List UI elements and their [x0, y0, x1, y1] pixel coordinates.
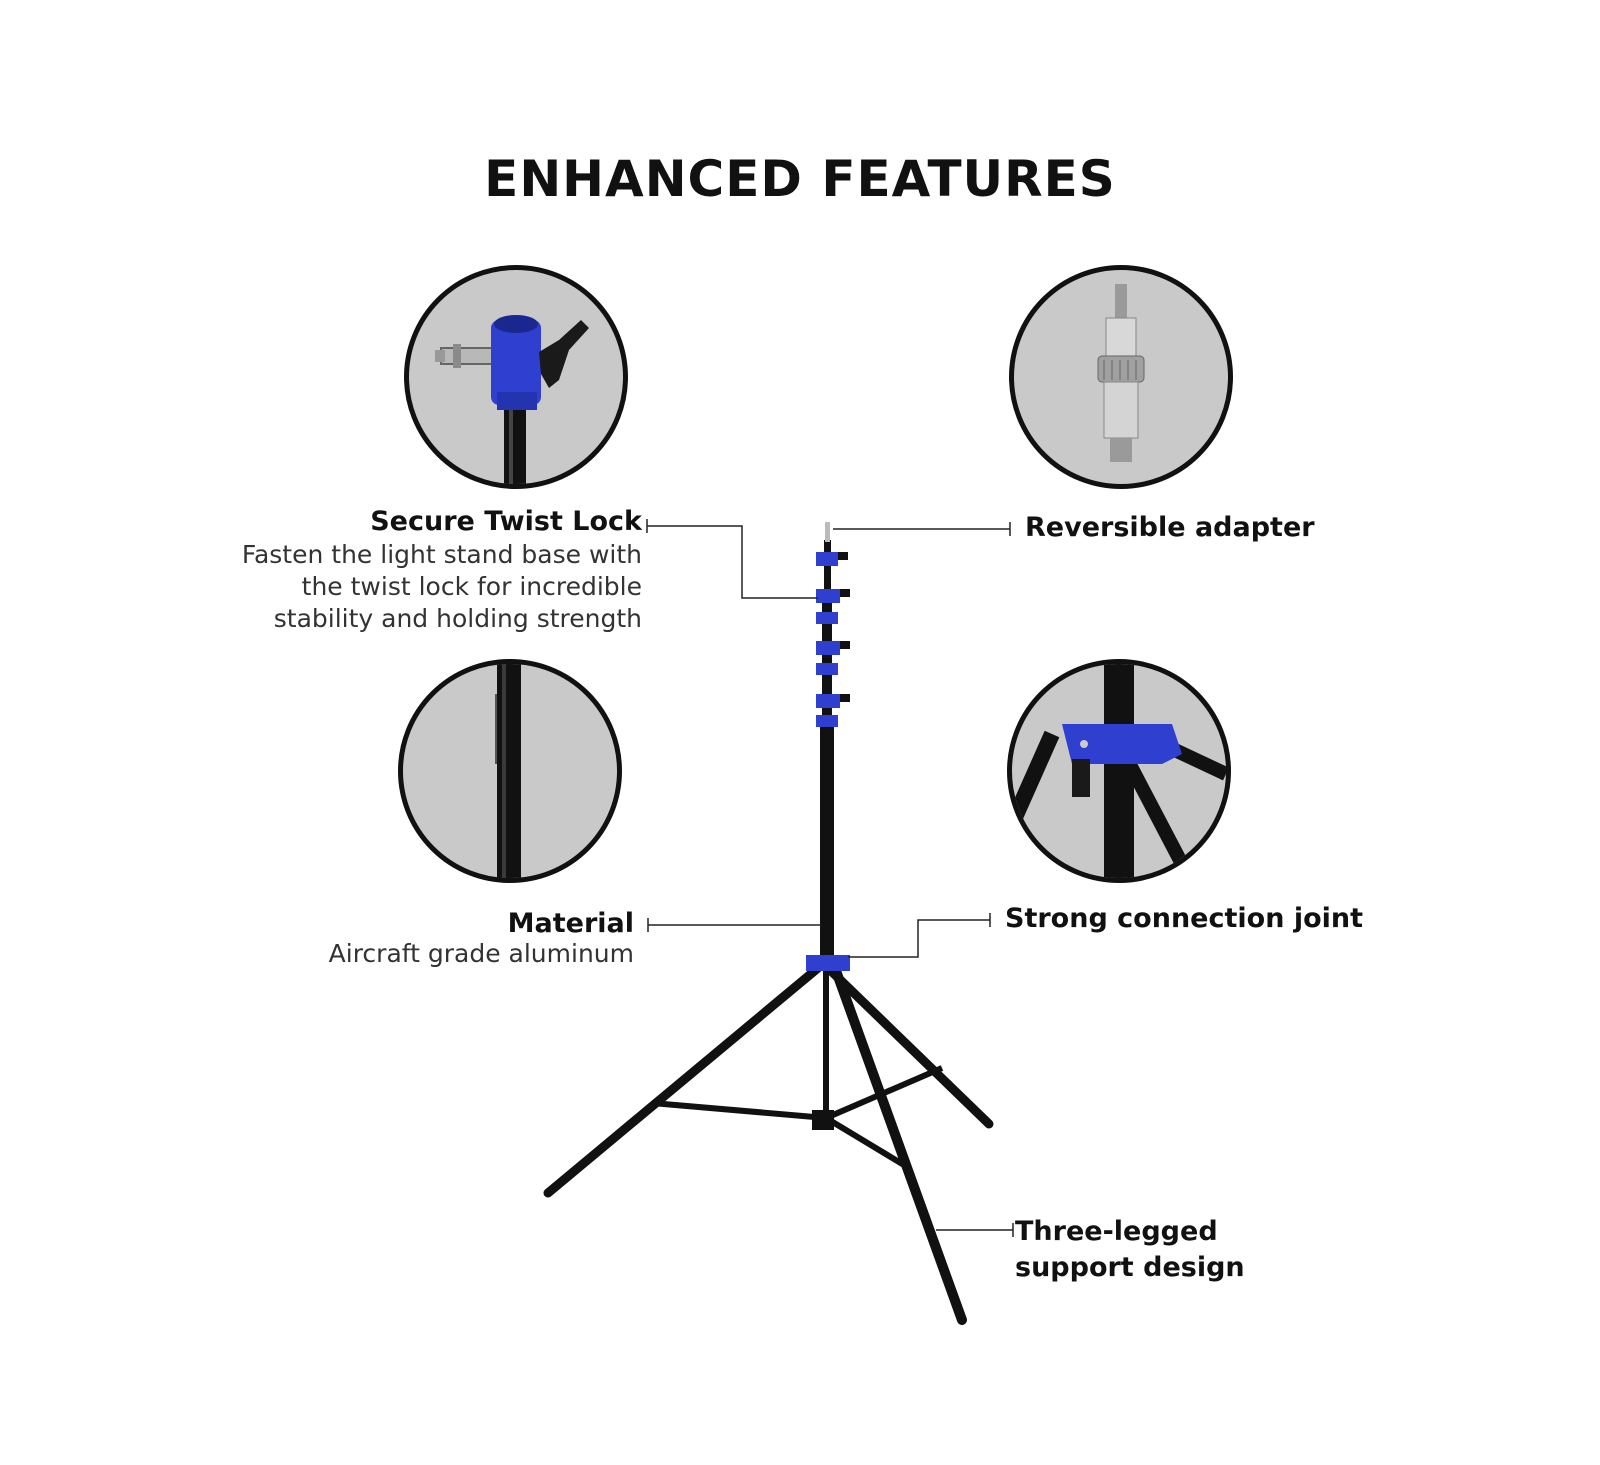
feature-heading: Strong connection joint: [1005, 903, 1364, 934]
feature-legs: Three-legged support design: [1015, 1215, 1245, 1285]
feature-heading-line: Three-legged: [1015, 1216, 1218, 1247]
feature-heading: Secure Twist Lock: [370, 506, 642, 537]
adapter-detail-image: [1009, 265, 1233, 489]
page-title: ENHANCED FEATURES: [484, 150, 1116, 208]
feature-twist-lock: Secure Twist Lock Fasten the light stand…: [242, 505, 642, 635]
feature-joint: Strong connection joint: [1005, 902, 1363, 936]
twist-lock-detail-image: [404, 265, 628, 489]
feature-material: Material Aircraft grade aluminum: [329, 907, 634, 967]
feature-description-line: stability and holding strength: [273, 604, 642, 633]
feature-heading-line: support design: [1015, 1252, 1245, 1283]
feature-description-line: the twist lock for incredible: [301, 572, 642, 601]
feature-heading: Reversible adapter: [1025, 512, 1315, 543]
feature-heading: Material: [507, 908, 634, 939]
feature-description-line: Fasten the light stand base with: [241, 540, 642, 569]
material-detail-image: [398, 659, 622, 883]
feature-description: Aircraft grade aluminum: [328, 939, 634, 968]
feature-adapter: Reversible adapter: [1025, 511, 1315, 545]
joint-detail-image: [1007, 659, 1231, 883]
